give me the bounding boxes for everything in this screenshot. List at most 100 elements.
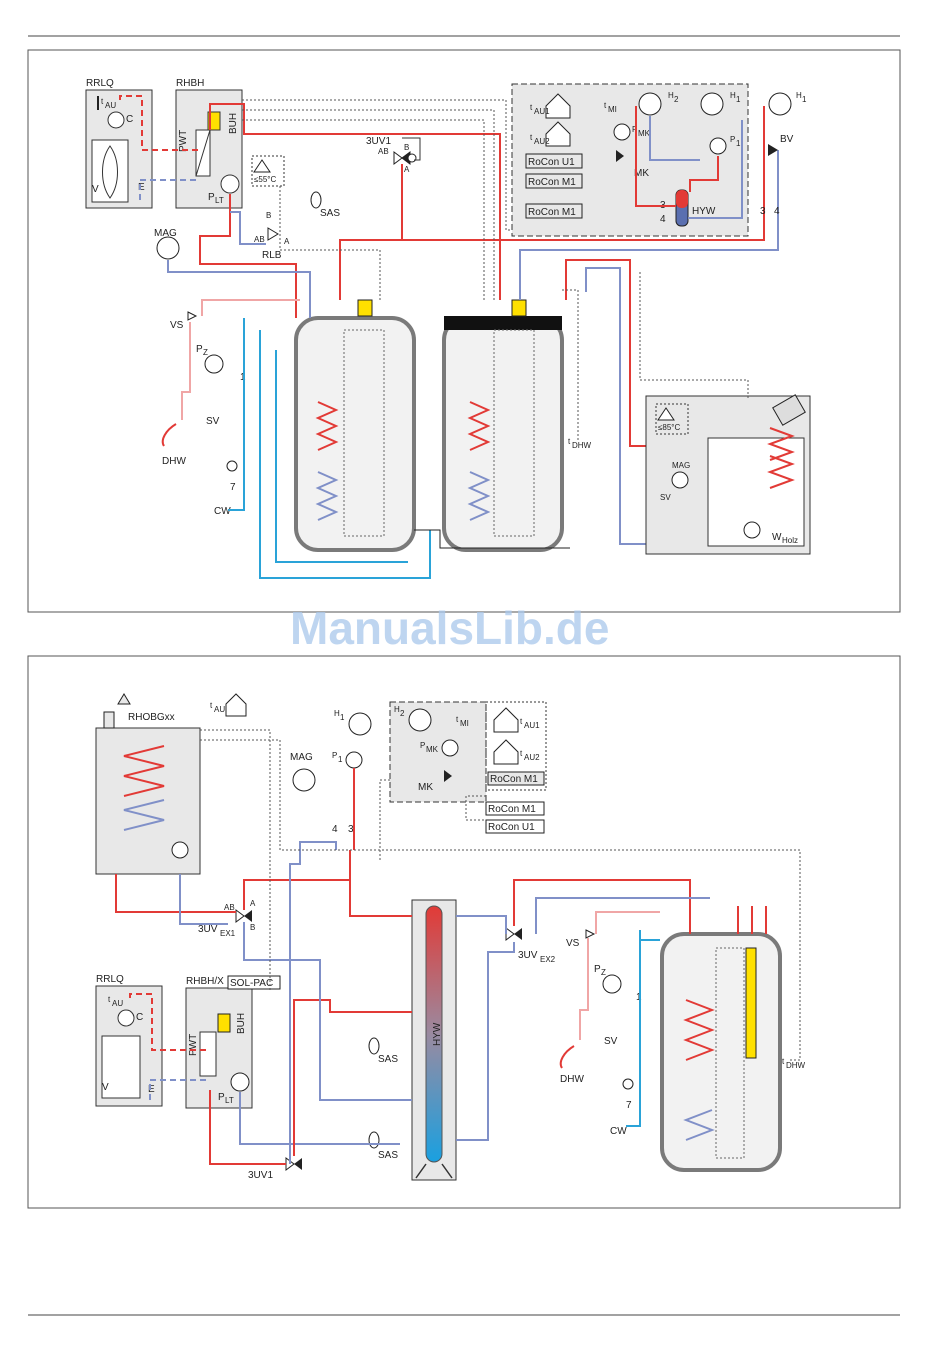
d2-h1-sub: 1 [340, 713, 345, 722]
warning-icon-85 [657, 407, 675, 421]
rlb-ab-label: AB [254, 235, 265, 244]
d2-four: 4 [332, 824, 338, 835]
house-icon-au2 [545, 121, 571, 147]
uvex1-valve-icon [235, 909, 245, 923]
rhobg-label: RHOBGxx [128, 712, 175, 723]
rlb-valve-icon [267, 227, 279, 241]
d2-t-mi: t [456, 715, 459, 724]
d2-rhbhx: RHBH/X [186, 976, 224, 987]
cb-t-au1-sub: AU1 [534, 107, 550, 116]
pipes-diagram-2 [115, 768, 767, 1165]
coil-hot-2 [467, 401, 491, 451]
sv-label: SV [206, 416, 220, 427]
wood-coil-icon [767, 427, 795, 489]
inner-tube-2 [493, 329, 535, 537]
d2-plt: P [218, 1092, 225, 1103]
d2-gauge-icon [622, 1078, 634, 1090]
uv1-label: 3UV1 [366, 136, 391, 147]
uvex1-sub: EX1 [220, 929, 236, 938]
d2-t-au: t [210, 701, 213, 710]
d1-three: 3 [760, 206, 766, 217]
sv2-label: SV [660, 493, 671, 502]
temp-85-label: ≤85°C [658, 423, 680, 432]
uvex1-b: B [250, 923, 255, 932]
d2-cw: CW [610, 1126, 627, 1137]
pz-pump-icon [204, 354, 224, 374]
d2-t-au-b-sub: AU [112, 999, 123, 1008]
pipes-diagram-1 [167, 103, 779, 579]
d2-pwt: PWT [188, 1034, 199, 1056]
d2-pz: P [594, 964, 601, 975]
buh-label: BUH [228, 113, 239, 134]
warning-icon [253, 159, 271, 173]
pz-label: P [196, 344, 203, 355]
sas-label: SAS [320, 208, 340, 219]
d2-t-au-sub: AU [214, 705, 225, 714]
d2-shower-icon [559, 1045, 575, 1069]
w-holz-sub: Holz [782, 536, 798, 545]
d2-t-dhw-sub: DHW [786, 1061, 806, 1070]
electric-heater-icon-tank1 [357, 299, 373, 317]
uv1-ab: AB [378, 147, 389, 156]
d2-dhw-tank: t DHW [660, 932, 806, 1172]
d2-pz-sub: Z [601, 968, 606, 977]
radiator-h1b-icon [768, 92, 792, 116]
h1b-sub: 1 [802, 95, 807, 104]
d2-plt-sub: LT [225, 1096, 234, 1105]
house-icon-au1 [545, 93, 571, 119]
d2-t-mi-sub: MI [460, 719, 469, 728]
sas-separator-icon [310, 191, 322, 209]
d2-h1: H [334, 709, 340, 718]
mixer-valve-icon [616, 150, 624, 162]
d2-t-au1: t [520, 717, 523, 726]
pump-pmk-icon [613, 123, 631, 141]
rhobg-boiler: RHOBGxx t AU [95, 693, 247, 875]
d2-three: 3 [348, 824, 354, 835]
radiator-h1-icon [700, 92, 724, 116]
rocon-u1-box [525, 153, 583, 169]
heating-circuit-box: t AU1 t AU2 RoCon U1 RoCon M1 RoCon M1 H… [511, 83, 749, 237]
temp-55-label: ≤55°C [254, 175, 276, 184]
inner-tube-1 [343, 329, 385, 537]
d2-p1-sub: 1 [338, 755, 343, 764]
cb-h1-sub: 1 [736, 95, 741, 104]
d2-control-wiring [200, 729, 801, 1061]
d2-mk: MK [418, 782, 433, 793]
dhw-label: DHW [162, 456, 186, 467]
vs-valve-icon [187, 311, 198, 321]
cb-pmk: P [632, 125, 637, 134]
refrigerant-cold-line [139, 179, 200, 200]
plt-label: P [208, 192, 215, 203]
v-label: V [92, 184, 99, 195]
rrlq-outdoor-unit: RRLQ t AU C V E [85, 78, 153, 209]
cb-t-au2-sub: AU2 [534, 137, 550, 146]
tank-2-lid [444, 316, 562, 330]
compressor-icon [107, 111, 125, 129]
coil-cold-1 [315, 471, 339, 521]
d2-t-dhw: t [782, 1057, 785, 1066]
d2-pump-p1 [345, 751, 363, 769]
d2-t-au2: t [520, 749, 523, 758]
watermark: ManualsLib.de [290, 602, 609, 654]
d2-valves: 3UV EX1 AB A B 3UV EX2 3UV1 SAS SAS [198, 899, 556, 1181]
d2-compressor-icon [117, 1009, 135, 1027]
d2-pmk-sub: MK [426, 745, 439, 754]
t-au-label: t [101, 97, 104, 106]
rocon-u1-label: RoCon U1 [528, 157, 575, 168]
plt-sub: LT [215, 196, 224, 205]
d2-rrlq: RRLQ [96, 974, 124, 985]
d2-v: V [102, 1082, 109, 1093]
d2-vs-icon [585, 929, 596, 939]
bv-label: BV [780, 134, 794, 145]
vs-label: VS [170, 320, 184, 331]
storage-tank-2: t DHW [442, 299, 592, 552]
d2-sas2-icon [368, 1131, 380, 1149]
uvex1-ab: AB [224, 903, 235, 912]
coil-hot-1 [315, 401, 339, 451]
d2-heater-rod [745, 947, 757, 1059]
rlb-label: RLB [262, 250, 282, 261]
d2-radiator-h1 [348, 712, 372, 736]
d2-dhw: DHW [560, 1074, 584, 1085]
rocon-m1b-box [525, 203, 583, 219]
